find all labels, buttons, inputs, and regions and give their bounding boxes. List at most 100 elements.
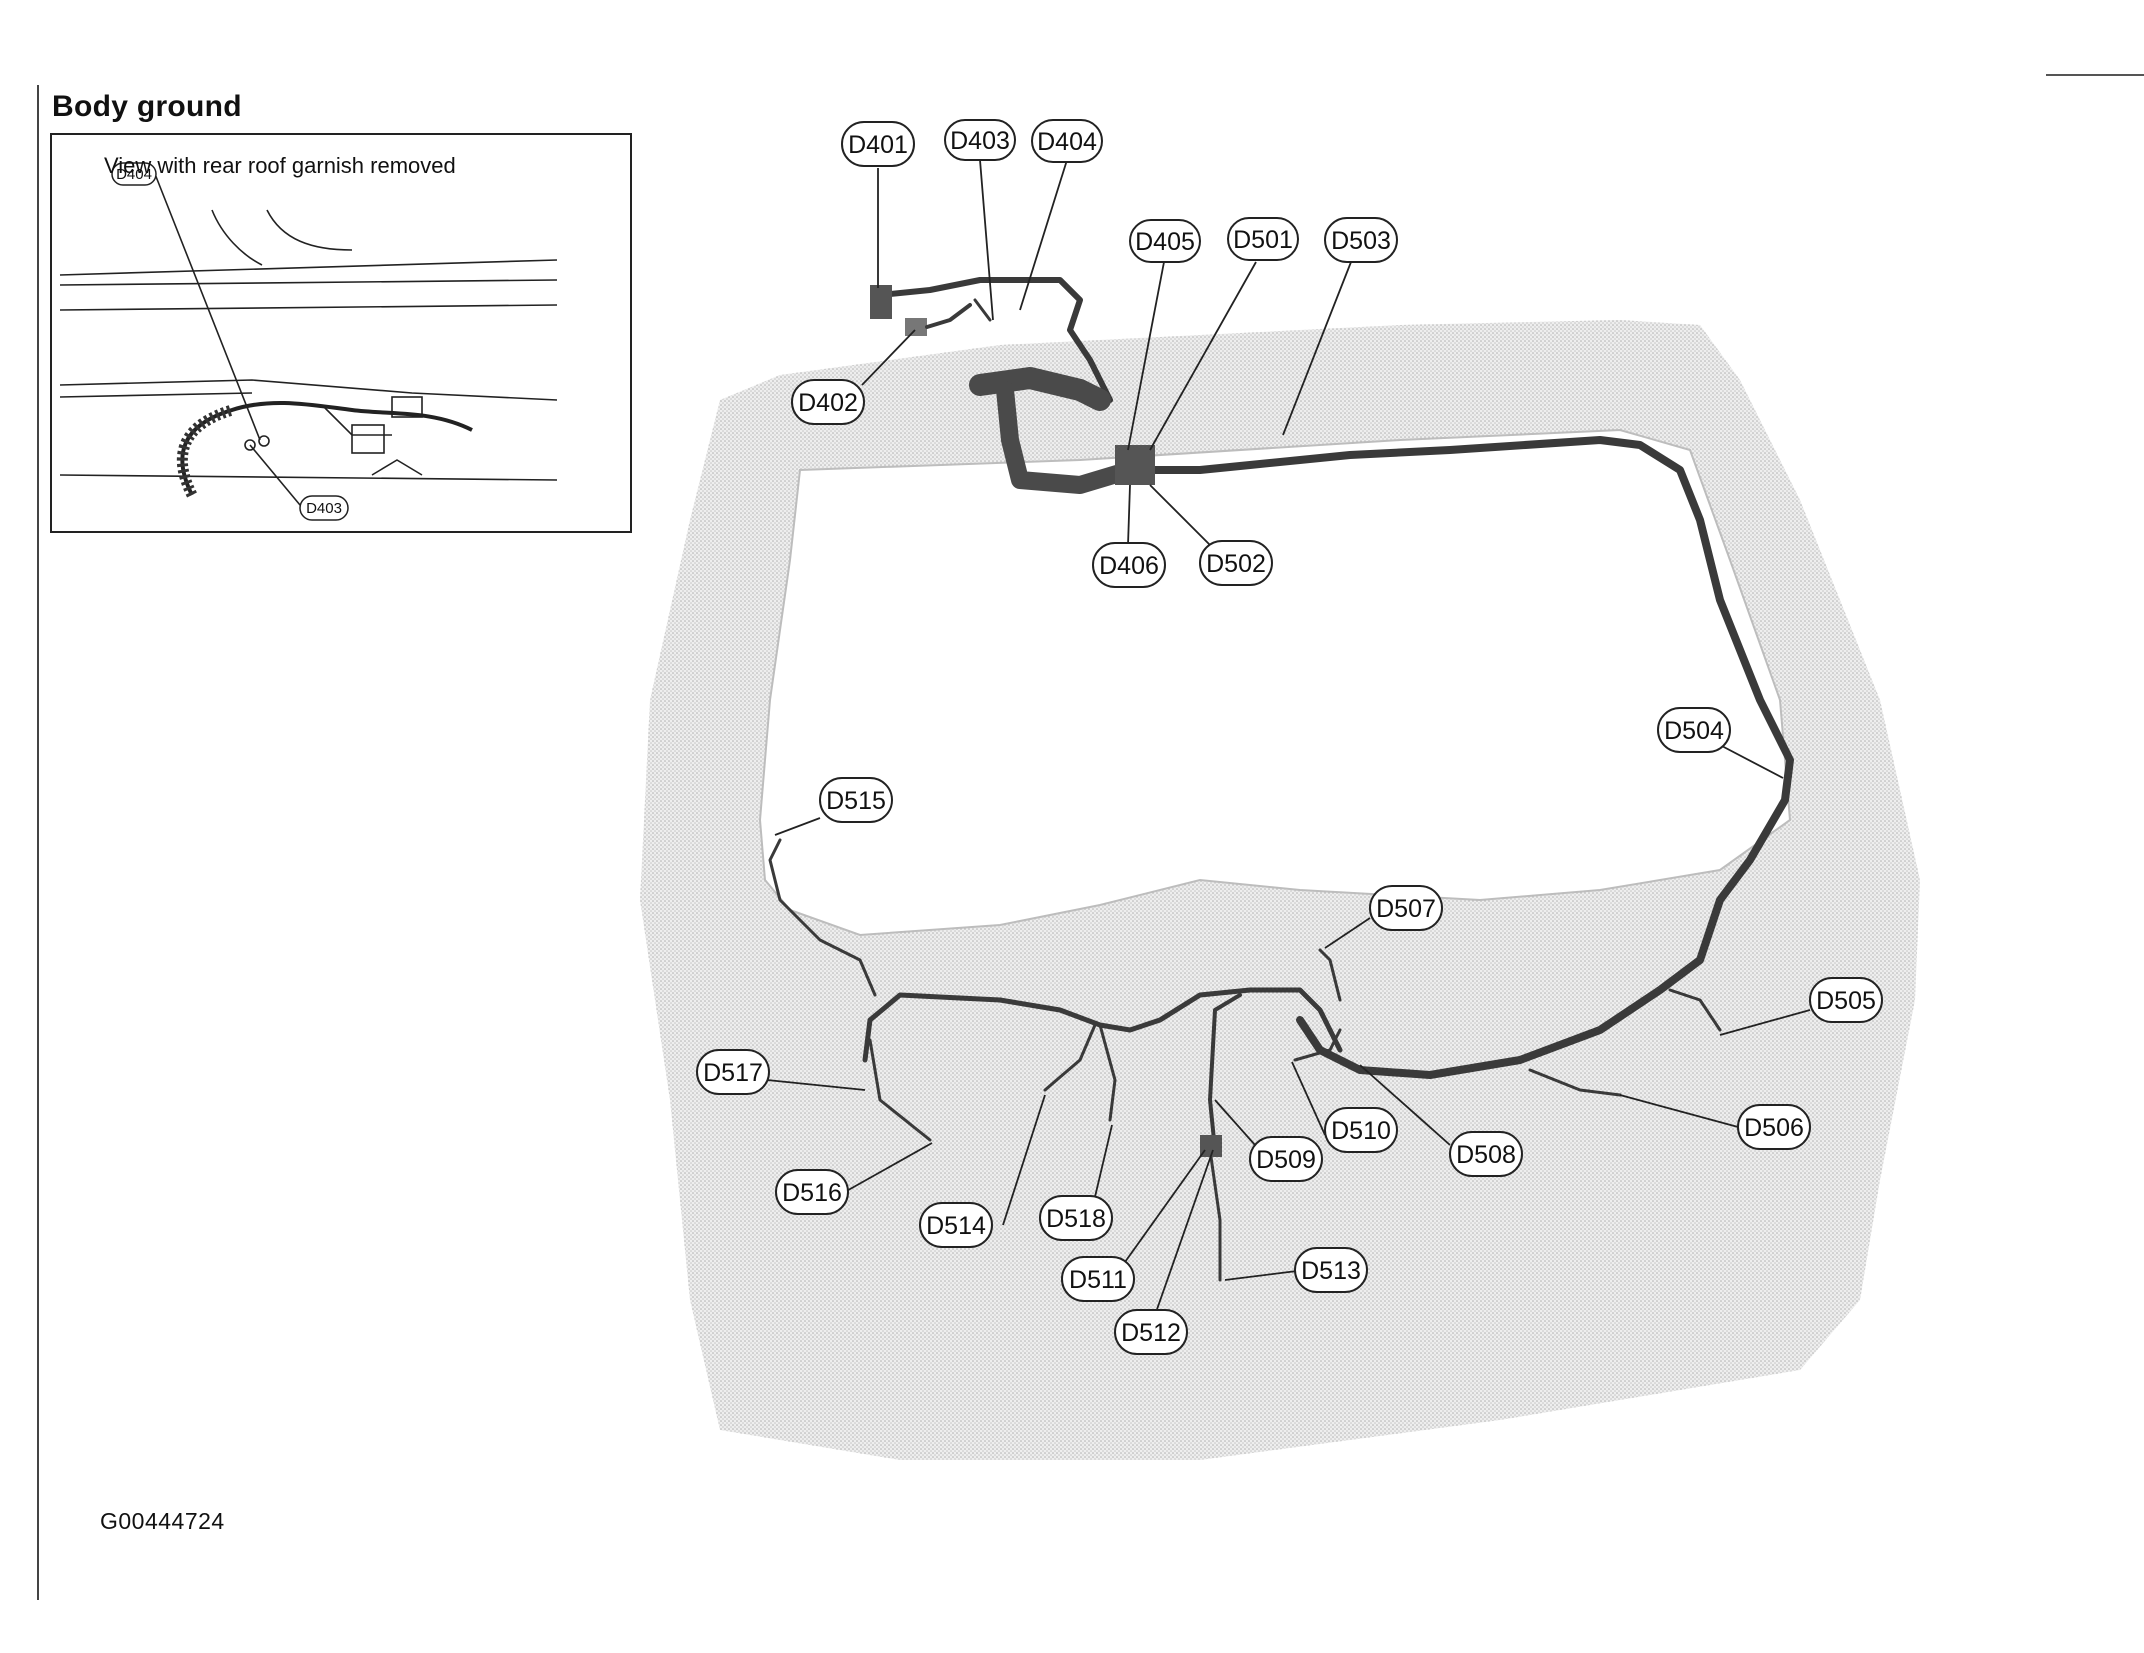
callout-label: D406 [1099,552,1159,580]
inset-connector-1 [391,396,423,418]
inset-label-d403: D403 [299,495,349,521]
callout-d509: D509 [1249,1136,1323,1182]
inset-roof-line-1 [59,259,558,276]
harness-d513 [1208,1148,1222,1282]
rear-window [758,428,1792,937]
leader-d515 [774,817,821,836]
callout-d502: D502 [1199,540,1273,586]
leader-d510 [1291,1061,1326,1136]
inset-trim-line-1 [59,379,558,401]
top-right-rule [2046,74,2144,76]
inset-roof-line-3 [59,304,558,311]
callout-d515: D515 [819,777,893,823]
inset-detail-view: D404 D403 View with rear roof garnish re… [50,133,632,533]
callout-label: D506 [1744,1114,1804,1142]
leader-d514 [1002,1094,1046,1226]
harness-d518 [1098,1023,1117,1122]
leader-d406 [1127,484,1131,546]
inset-connector-2 [351,424,385,454]
leader-d402 [861,329,916,386]
harness-d510 [1293,1028,1342,1062]
harness-d403-branch [973,298,992,322]
leader-d503 [1282,261,1352,436]
page-title: Body ground [52,90,242,123]
harness-d402-branch [925,303,972,329]
leader-d404 [1019,159,1068,311]
inset-leader-d403 [249,444,301,506]
callout-d506: D506 [1737,1104,1811,1150]
callout-label: D404 [116,166,152,183]
callout-d501: D501 [1227,217,1299,261]
inset-trim-line-2 [59,392,253,398]
leader-d405 [1127,261,1165,451]
callout-d516: D516 [775,1169,849,1215]
callout-label: D510 [1331,1117,1391,1145]
left-margin-rule [37,85,39,1600]
callout-label: D516 [782,1179,842,1207]
callout-label: D512 [1121,1319,1181,1347]
leader-d507 [1324,917,1371,949]
callout-label: D401 [848,131,908,159]
central-junction [1115,445,1155,485]
connector-d401 [870,285,892,319]
inset-ground-bolt-2 [258,435,270,447]
callout-d405: D405 [1129,219,1201,263]
callout-d511: D511 [1061,1256,1135,1302]
harness-d506 [1528,1068,1622,1097]
callout-d513: D513 [1294,1247,1368,1293]
callout-label: D403 [950,127,1010,155]
callout-label: D508 [1456,1141,1516,1169]
callout-label: D503 [1331,227,1391,255]
wire-harness [768,277,1794,1282]
callout-label: D505 [1816,987,1876,1015]
callout-label: D507 [1376,895,1436,923]
leader-d502 [1149,484,1211,546]
leader-d513 [1224,1269,1306,1281]
harness-d507 [1318,948,1342,1002]
leader-d508 [1359,1064,1451,1146]
callout-d404: D404 [1031,119,1103,163]
inset-ground-bolt-1 [244,439,256,451]
callout-label: D501 [1233,226,1293,254]
inset-label-d404: D404 [111,162,157,186]
leader-d506 [1619,1094,1739,1128]
leader-d505 [1719,1009,1811,1036]
inset-drawing: D404 D403 [59,162,558,521]
callout-d401: D401 [841,121,915,167]
callout-label: D515 [826,787,886,815]
leader-d516 [842,1142,933,1194]
callout-label: D517 [703,1059,763,1087]
callout-label: D504 [1664,717,1724,745]
callout-label: D513 [1301,1257,1361,1285]
harness-d505 [1668,988,1722,1032]
callout-label: D514 [926,1212,986,1240]
leader-d517 [766,1079,866,1091]
leader-lines [766,159,1811,1316]
leader-d511 [1124,1149,1206,1263]
inset-harness [180,400,473,496]
harness-drop [996,381,1139,494]
callout-d510: D510 [1324,1107,1398,1153]
callout-d508: D508 [1449,1131,1523,1177]
connector-d511 [1200,1135,1222,1157]
callout-d514: D514 [919,1202,993,1248]
callout-label: D509 [1256,1146,1316,1174]
leader-d501 [1149,261,1257,451]
harness-d514 [1043,1023,1097,1092]
callout-label: D502 [1206,550,1266,578]
callout-label: D404 [1037,128,1097,156]
harness-lower-main [862,987,1343,1063]
inset-harness-wrap [176,404,234,498]
callout-label: D511 [1069,1266,1127,1294]
inset-roof-curve-1 [211,209,263,266]
callout-d507: D507 [1369,885,1443,931]
leader-d504 [1719,744,1784,779]
inset-roof-line-2 [59,279,558,286]
inset-trim-line-3 [59,474,558,481]
leader-d512 [1154,1149,1214,1316]
callout-label: D402 [798,389,858,417]
callout-d402: D402 [791,379,865,425]
inset-wire [321,404,392,436]
harness-left-run [768,838,877,997]
